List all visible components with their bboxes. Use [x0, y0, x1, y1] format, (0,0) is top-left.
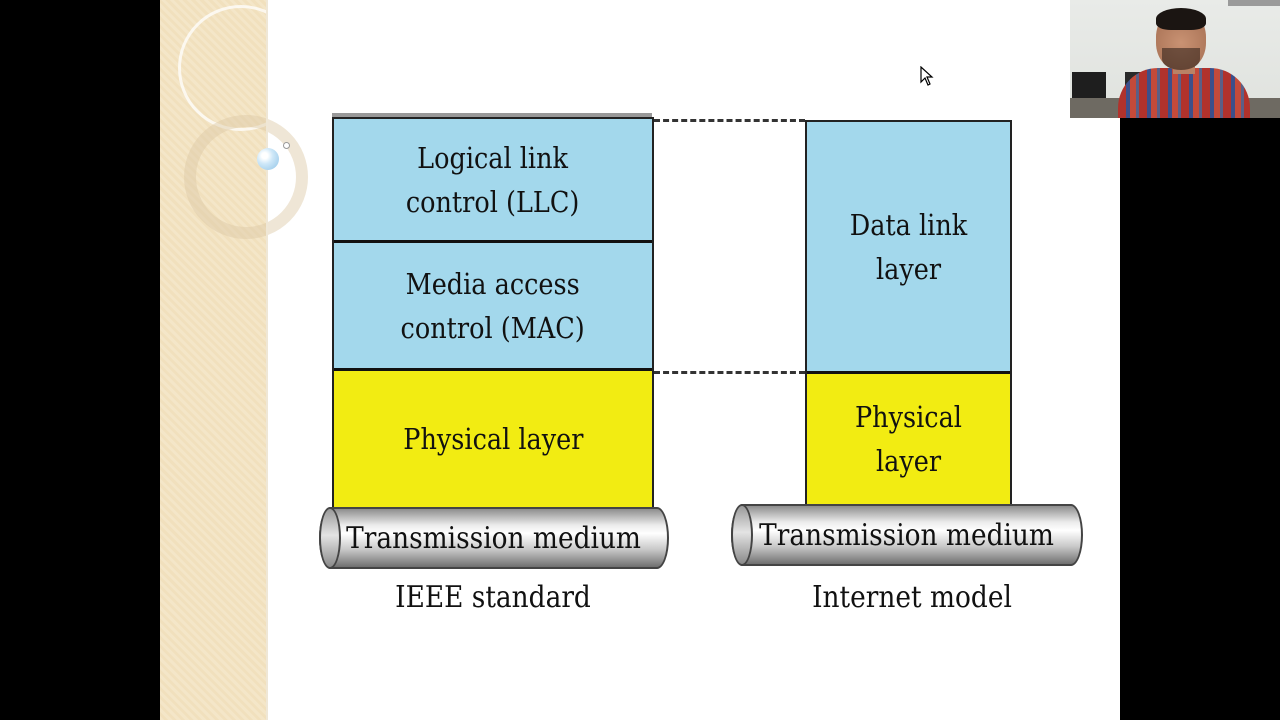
webcam-bar	[1228, 0, 1280, 6]
internet-model-stack: Data link layer Physical layer	[805, 120, 1012, 506]
ieee-medium-label: Transmission medium	[346, 520, 642, 556]
cylinder-cap	[319, 507, 341, 569]
ieee-transmission-medium: Transmission medium	[319, 507, 669, 569]
llc-label-line1: Logical link	[417, 140, 569, 175]
llc-layer: Logical link control (LLC)	[334, 119, 652, 243]
mouse-cursor-icon	[920, 66, 934, 86]
ieee-standard-stack: Logical link control (LLC) Media access …	[332, 117, 654, 509]
mac-label-line1: Media access	[405, 266, 581, 301]
cylinder-cap	[731, 504, 753, 566]
data-link-layer: Data link layer	[807, 122, 1010, 374]
panel-edge	[266, 0, 268, 720]
presenter-beard	[1162, 48, 1200, 70]
llc-label-line2: control (LLC)	[406, 184, 580, 219]
dashed-connector-middle	[654, 371, 805, 374]
presenter-hair	[1156, 8, 1206, 30]
internet-caption: Internet model	[812, 580, 1012, 615]
ieee-caption: IEEE standard	[395, 580, 591, 615]
decorative-bubble	[257, 148, 279, 170]
ieee-physical-layer: Physical layer	[334, 371, 652, 507]
slide: Logical link control (LLC) Media access …	[160, 0, 1120, 720]
mac-label-line2: control (MAC)	[400, 310, 586, 345]
internet-medium-label: Transmission medium	[759, 517, 1055, 553]
decorative-dot	[283, 142, 290, 149]
internet-physical-label: Physical layer	[855, 400, 962, 478]
dashed-connector-top	[654, 119, 805, 122]
decorative-ring	[178, 5, 304, 131]
slide-decoration-panel	[160, 0, 308, 720]
webcam-overlay	[1070, 0, 1280, 118]
internet-transmission-medium: Transmission medium	[731, 504, 1083, 566]
background-monitor	[1072, 72, 1106, 98]
decorative-ring	[184, 115, 308, 239]
mac-layer: Media access control (MAC)	[334, 243, 652, 371]
internet-physical-layer: Physical layer	[807, 374, 1010, 504]
ieee-stack-top-edge	[332, 113, 652, 117]
data-link-label: Data link layer	[849, 207, 968, 286]
presenter-shirt	[1118, 68, 1250, 118]
ieee-physical-label: Physical layer	[402, 422, 584, 456]
